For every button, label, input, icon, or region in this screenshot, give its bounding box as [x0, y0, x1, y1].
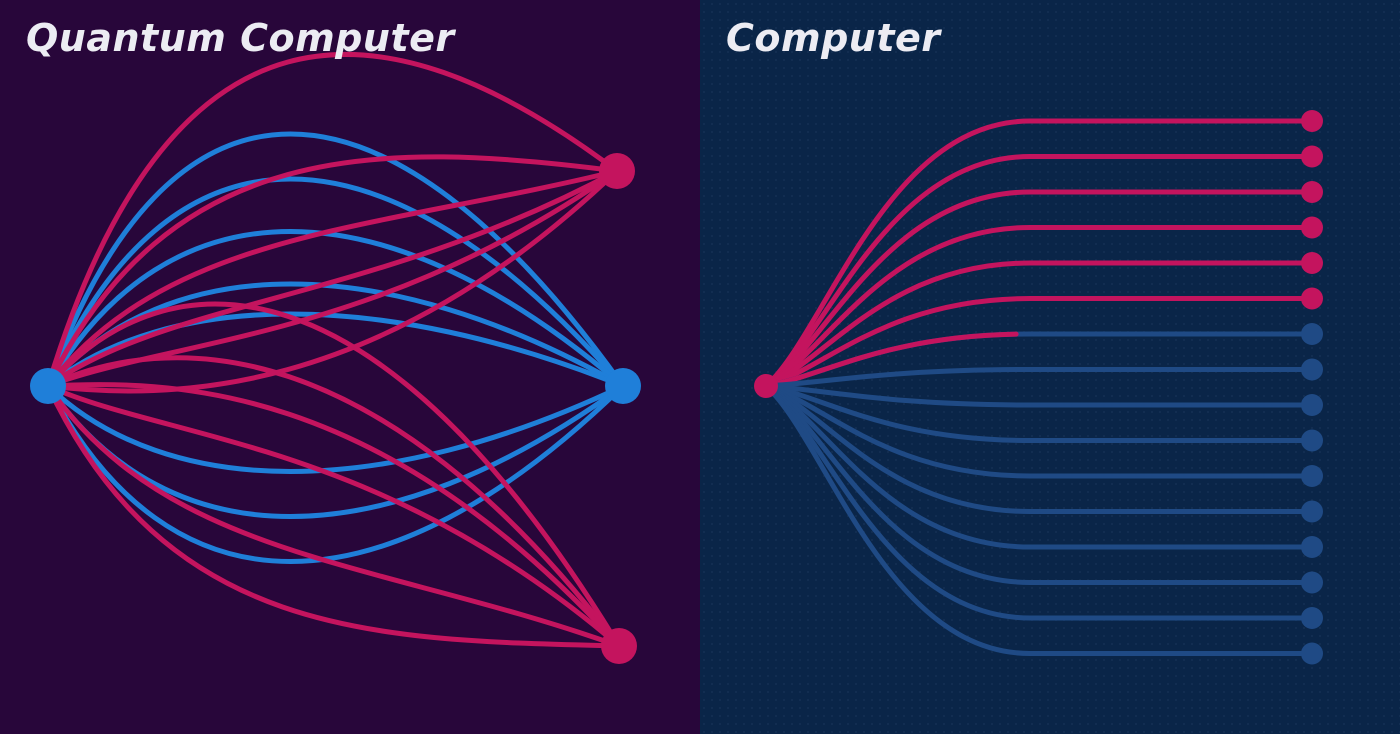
classical-output-node-3	[1301, 216, 1323, 239]
classical-path-group	[763, 118, 1315, 656]
classical-path-3	[763, 225, 1315, 389]
classical-path-2	[763, 189, 1315, 389]
quantum-path-top-11	[45, 168, 620, 389]
quantum-path-middle-6	[45, 383, 626, 519]
classical-path-11	[763, 383, 1315, 514]
quantum-target-node-middle	[605, 368, 641, 404]
classical-output-node-6	[1301, 323, 1323, 345]
classical-path-progress	[763, 331, 1315, 389]
classical-path-4	[763, 260, 1315, 389]
quantum-path-bottom-15	[45, 355, 622, 649]
classical-path-5	[763, 296, 1315, 389]
classical-output-node-15	[1301, 642, 1323, 665]
quantum-path-bottom-16	[45, 382, 622, 649]
classical-output-node-7	[1301, 358, 1323, 381]
quantum-paths-diagram	[30, 52, 641, 664]
quantum-path-middle-5	[45, 383, 626, 474]
classical-output-node-10	[1301, 465, 1323, 487]
classical-path-15	[763, 383, 1315, 656]
classical-output-node-1	[1301, 145, 1323, 168]
quantum-node-group	[30, 153, 641, 664]
classical-output-node-0	[1301, 110, 1323, 132]
quantum-source-node	[30, 368, 66, 404]
quantum-path-top-10	[45, 168, 620, 389]
quantum-path-top-13	[45, 168, 620, 394]
classical-path-8	[763, 383, 1315, 408]
classical-computer-title: Computer	[726, 16, 941, 60]
classical-output-node-8	[1301, 394, 1323, 416]
classical-output-node-5	[1301, 287, 1323, 310]
quantum-computer-panel: Quantum Computer	[26, 16, 641, 664]
quantum-path-bottom-19	[45, 383, 622, 649]
classical-node-group	[754, 110, 1323, 665]
quantum-path-bottom-14	[45, 301, 622, 649]
classical-output-node-12	[1301, 536, 1323, 558]
quantum-computer-title: Quantum Computer	[26, 16, 455, 60]
classical-output-node-2	[1301, 181, 1323, 203]
quantum-target-node-top	[599, 153, 635, 189]
quantum-path-middle-0	[45, 131, 626, 389]
quantum-path-top-9	[45, 154, 620, 389]
classical-path-13	[763, 383, 1315, 585]
classical-output-node-4	[1301, 252, 1323, 274]
quantum-path-bottom-17	[45, 383, 622, 649]
classical-path-9	[763, 383, 1315, 443]
quantum-path-middle-2	[45, 229, 626, 389]
classical-path-1	[763, 154, 1315, 389]
classical-path-7	[763, 367, 1315, 389]
quantum-path-group	[45, 52, 626, 649]
classical-path-0	[763, 118, 1315, 389]
classical-paths-diagram	[754, 110, 1323, 665]
quantum-path-bottom-18	[45, 383, 622, 649]
classical-output-node-14	[1301, 607, 1323, 629]
quantum-path-middle-4	[45, 311, 626, 389]
classical-output-node-13	[1301, 571, 1323, 594]
classical-path-10	[763, 383, 1315, 479]
quantum-target-node-bottom	[601, 628, 637, 664]
classical-output-node-11	[1301, 500, 1323, 523]
quantum-path-middle-7	[45, 383, 626, 564]
classical-source-node	[754, 374, 778, 398]
classical-computer-panel: Computer	[700, 0, 1400, 734]
quantum-path-middle-1	[45, 176, 626, 389]
classical-path-12	[763, 383, 1315, 550]
classical-output-node-9	[1301, 429, 1323, 452]
quantum-path-top-8	[45, 52, 620, 389]
